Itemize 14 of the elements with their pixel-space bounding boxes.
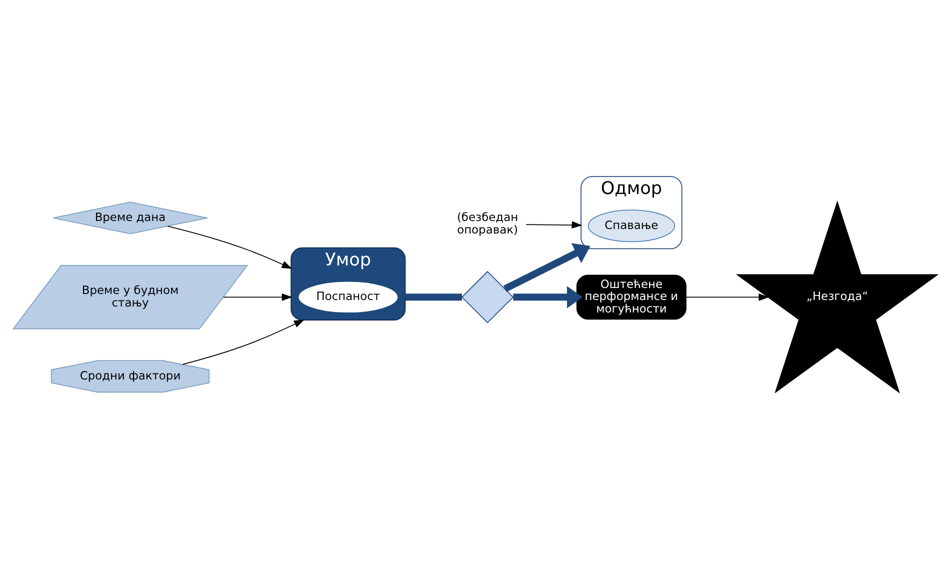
- arrow: [222, 293, 292, 301]
- node-diamond: [461, 271, 514, 324]
- arrow: [167, 226, 292, 269]
- arrow: [686, 293, 770, 301]
- arrow: [503, 243, 590, 292]
- node-ellipse: Поспаност: [298, 280, 398, 314]
- node-diamond: Време дана: [52, 202, 208, 234]
- node-text: (безбедан опоравак): [456, 210, 518, 236]
- node-box: Оштећене перформансе и могућности: [576, 274, 686, 320]
- arrow: [513, 286, 583, 308]
- connector: [405, 294, 462, 301]
- arrow: [526, 221, 582, 229]
- arrow: [182, 319, 305, 365]
- node-ellipse: Спавање: [588, 210, 676, 242]
